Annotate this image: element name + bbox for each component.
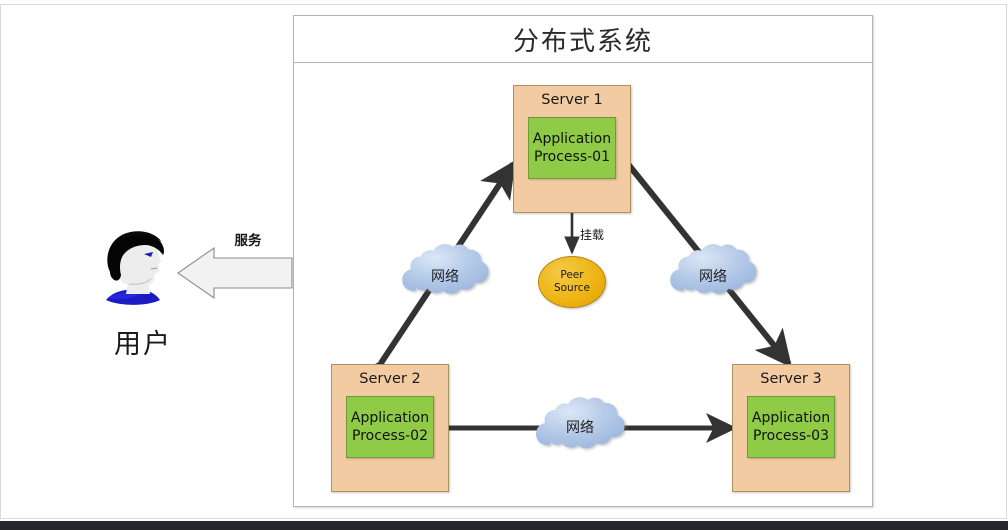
server-1-process-box[interactable]: Application Process-01 [528,117,616,179]
service-edge-label: 服务 [234,233,262,249]
mount-edge-label: 挂载 [580,228,605,242]
peer-source-line1: Peer [560,268,584,281]
server-3-process-line2: Process-03 [753,428,829,444]
page-title: 分布式系统 [512,26,653,57]
server-1-box[interactable]: Server 1 Application Process-01 [513,85,631,213]
server-2-process-line2: Process-02 [352,428,428,444]
server-3-title: Server 3 [760,371,822,387]
server-3-process-box[interactable]: Application Process-03 [747,396,835,458]
peer-source-line2: Source [553,282,591,294]
server-1-process-line1: Application [532,130,612,147]
server-2-process-line1: Application [350,409,430,426]
server-3-process-line1: Application [751,409,831,426]
server-1-process-line2: Process-01 [534,149,610,165]
server-2-process-box[interactable]: Application Process-02 [346,396,434,458]
server-3-box[interactable]: Server 3 Application Process-03 [732,364,850,492]
server-1-title: Server 1 [541,92,603,108]
server-2-box[interactable]: Server 2 Application Process-02 [331,364,449,492]
person-head-profile-icon [106,231,164,305]
edge-service-to-user [177,246,293,300]
peer-source-node[interactable]: Peer Source [538,256,606,308]
bottom-band [0,521,1008,530]
server-2-title: Server 2 [359,371,421,387]
user-label: 用户 [114,329,172,360]
system-title-bar: 分布式系统 [294,16,872,63]
